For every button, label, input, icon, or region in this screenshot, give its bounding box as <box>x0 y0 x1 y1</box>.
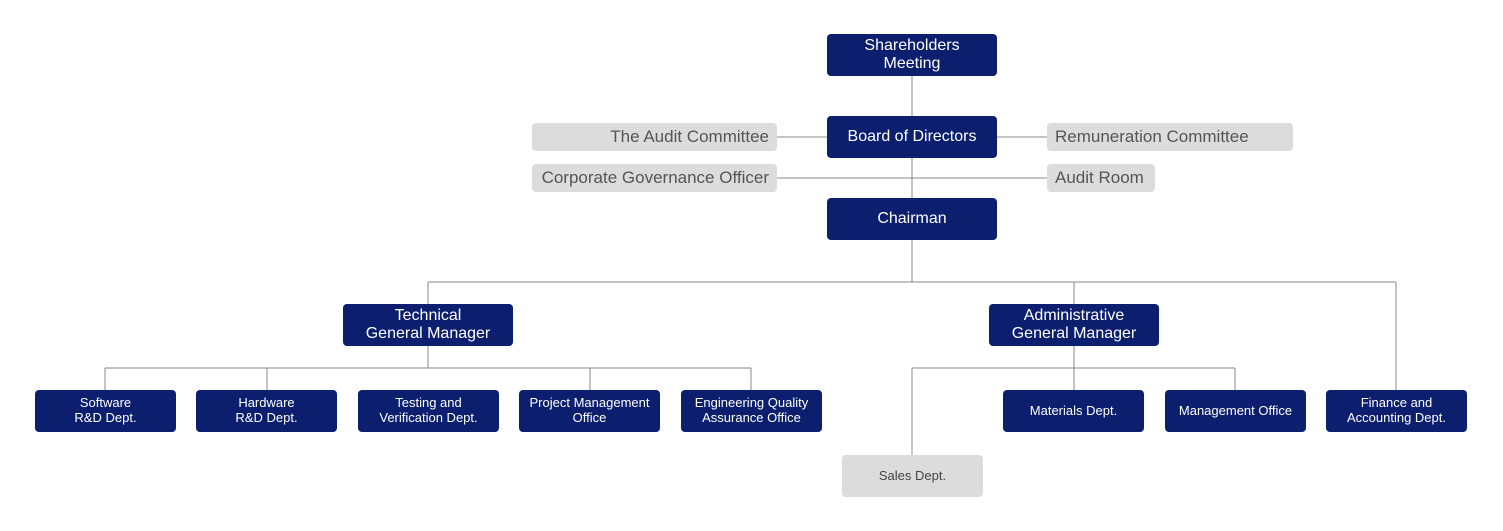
testing-verification-dept-box: Testing and Verification Dept. <box>358 390 499 432</box>
administrative-general-manager-box: Administrative General Manager <box>989 304 1159 346</box>
engineering-quality-assurance-box: Engineering Quality Assurance Office <box>681 390 822 432</box>
finance-accounting-dept-box: Finance and Accounting Dept. <box>1326 390 1467 432</box>
remuneration-committee-box: Remuneration Committee <box>1047 123 1293 151</box>
board-of-directors-box: Board of Directors <box>827 116 997 158</box>
hardware-rd-dept-box: Hardware R&D Dept. <box>196 390 337 432</box>
materials-dept-box: Materials Dept. <box>1003 390 1144 432</box>
sales-dept-box: Sales Dept. <box>842 455 983 497</box>
audit-room-box: Audit Room <box>1047 164 1155 192</box>
shareholders-meeting-box: Shareholders Meeting <box>827 34 997 76</box>
chairman-box: Chairman <box>827 198 997 240</box>
management-office-box: Management Office <box>1165 390 1306 432</box>
software-rd-dept-box: Software R&D Dept. <box>35 390 176 432</box>
technical-general-manager-box: Technical General Manager <box>343 304 513 346</box>
project-management-office-box: Project Management Office <box>519 390 660 432</box>
audit-committee-box: The Audit Committee <box>532 123 777 151</box>
corporate-governance-officer-box: Corporate Governance Officer <box>532 164 777 192</box>
